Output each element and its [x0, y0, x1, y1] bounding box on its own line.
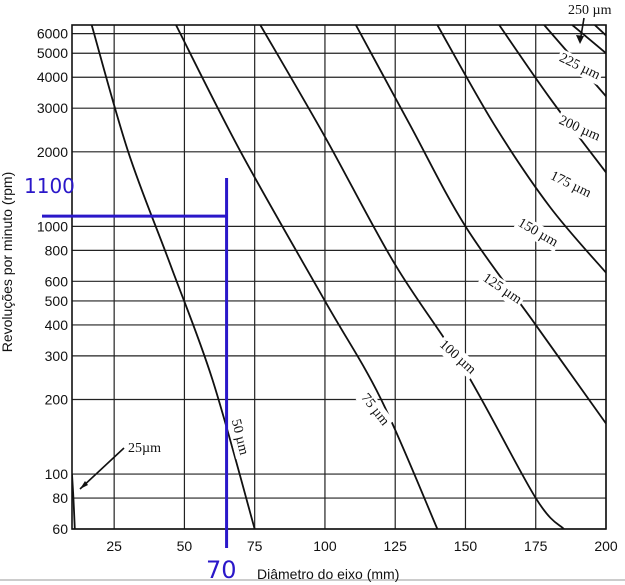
- y-tick-label: 100: [45, 466, 69, 482]
- annotation-diameter-label: 70: [206, 556, 237, 584]
- x-tick-labels: 25 50 75 100 125 150 175 200: [106, 538, 618, 554]
- curve-label-bg: [566, 2, 614, 19]
- curve-label-5: 125 µm: [480, 271, 525, 308]
- grid: [72, 25, 607, 530]
- x-tick-label: 175: [524, 538, 548, 554]
- y-tick-label: 400: [45, 317, 69, 333]
- y-tick-label: 4000: [37, 69, 68, 85]
- y-tick-label: 300: [45, 348, 69, 364]
- x-tick-label: 125: [384, 538, 408, 554]
- x-axis-title: Diâmetro do eixo (mm): [257, 566, 399, 582]
- plot-frame: [71, 24, 607, 530]
- y-axis-title: Revoluções por minuto (rpm): [0, 172, 15, 353]
- curve-label-bg: [554, 111, 605, 147]
- curve-label-bg: [126, 440, 164, 457]
- y-tick-label: 2000: [37, 144, 68, 160]
- curve-6: [436, 25, 606, 274]
- leader-25um: [79, 447, 125, 490]
- y-tick-label: 600: [45, 273, 69, 289]
- clearance-curves: [72, 25, 606, 529]
- curve-label-bg: [554, 48, 605, 85]
- x-tick-label: 50: [177, 538, 193, 554]
- y-tick-labels: 6000 5000 4000 3000 2000 1000 800 600 500 400 300 2…: [37, 26, 68, 537]
- x-tick-label: 25: [106, 538, 122, 554]
- curve-label-bg: [226, 415, 253, 459]
- x-tick-label: 75: [247, 538, 263, 554]
- leader-25um-arrow: [80, 481, 88, 489]
- curve-label-4: 100 µm: [436, 337, 478, 377]
- x-tick-label: 200: [594, 538, 618, 554]
- leader-250um-arrow: [576, 35, 584, 44]
- y-tick-label: 5000: [37, 45, 68, 61]
- y-tick-label: 80: [52, 490, 68, 506]
- curve-7: [498, 25, 606, 174]
- annotation-rpm-label: 1100: [24, 174, 75, 198]
- y-tick-label: 3000: [37, 100, 68, 116]
- y-tick-label: 800: [45, 242, 69, 258]
- curve-4: [259, 25, 565, 529]
- curve-2: [90, 25, 256, 529]
- curve-label-bg: [355, 388, 394, 432]
- curve-label-9: 225 µm: [557, 51, 603, 84]
- curve-label-10: 250 µm: [568, 3, 612, 18]
- curve-9: [571, 25, 606, 54]
- curve-label-bg: [434, 335, 481, 380]
- curve-5: [355, 25, 606, 425]
- y-tick-label: 200: [45, 391, 69, 407]
- x-tick-label: 150: [454, 538, 478, 554]
- curve-label-8: 200 µm: [557, 113, 603, 144]
- curve-3: [175, 25, 439, 529]
- hand-annotations: 1100 70: [24, 174, 237, 584]
- curve-10: [594, 25, 606, 37]
- curve-label-bg: [512, 213, 563, 253]
- y-tick-label: 1000: [37, 218, 68, 234]
- y-tick-label: 500: [45, 293, 69, 309]
- x-tick-label: 100: [313, 538, 337, 554]
- curve-label-bg: [477, 268, 527, 310]
- curve-label-1: 25µm: [128, 441, 161, 456]
- y-tick-label: 60: [52, 521, 68, 537]
- y-tick-label: 6000: [37, 26, 68, 42]
- curve-1: [72, 473, 76, 529]
- curve-label-7: 175 µm: [548, 169, 594, 202]
- curve-label-bg: [545, 166, 596, 203]
